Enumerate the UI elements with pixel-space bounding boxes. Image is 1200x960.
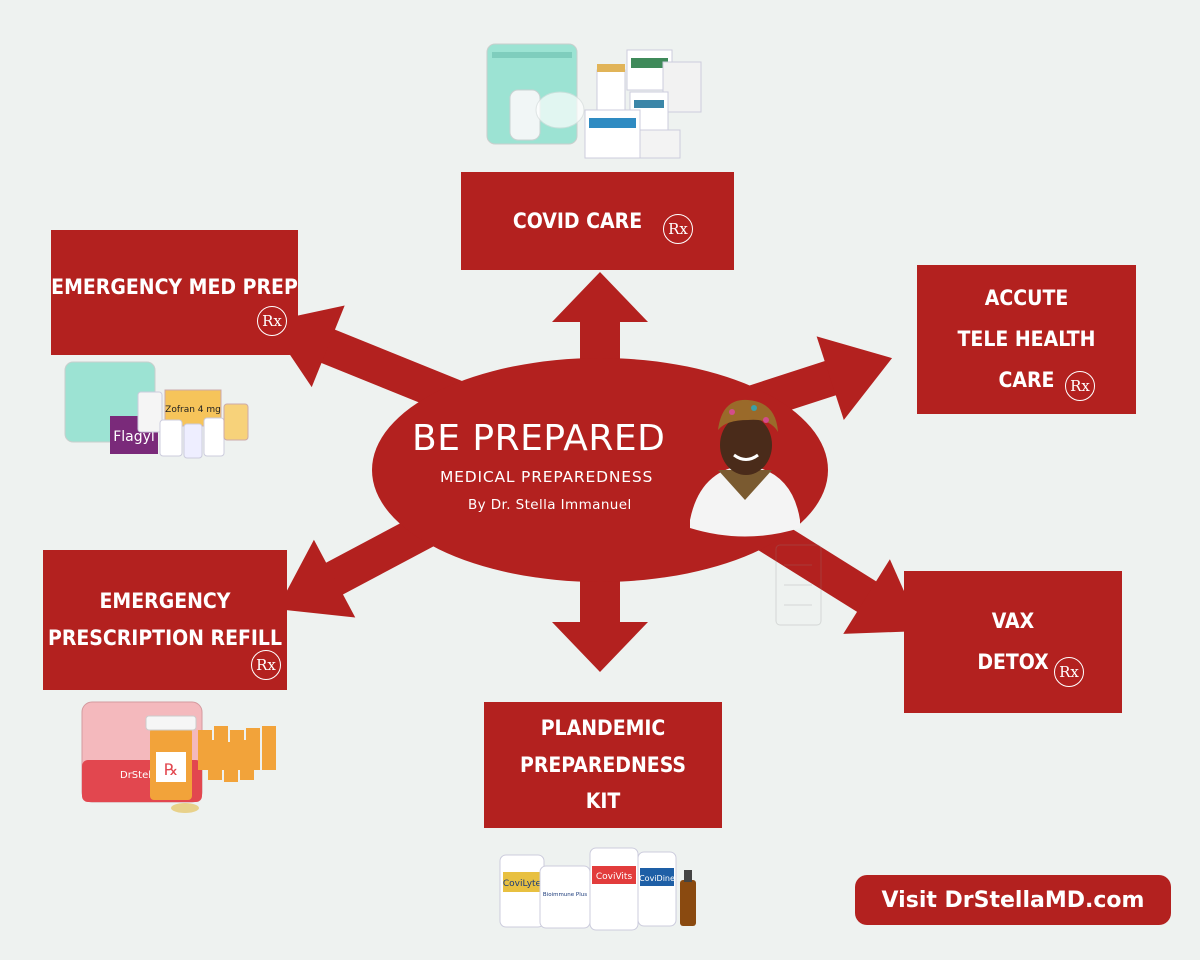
emergency-med-prep-box[interactable]: EMERGENCY MED PREP Rx xyxy=(51,230,298,355)
box-line: PLANDEMIC xyxy=(540,715,666,740)
box-line: EMERGENCY MED PREP xyxy=(51,275,298,300)
visit-website-link[interactable]: Visit DrStellaMD.com xyxy=(855,875,1171,925)
zofran-label: Zofran 4 mg xyxy=(165,405,221,415)
box-line: TELE HEALTH xyxy=(957,327,1096,352)
vax-detox-box[interactable]: VAX DETOX Rx xyxy=(904,571,1122,713)
covid-care-products xyxy=(486,43,702,159)
rx-icon: Rx xyxy=(663,214,693,244)
flagyl-label: Flagyl xyxy=(113,429,155,445)
emergency-prescription-refill-box[interactable]: EMERGENCY PRESCRIPTION REFILL Rx xyxy=(43,550,287,690)
doctor-portrait xyxy=(690,399,800,537)
center-subtitle: MEDICAL PREPAREDNESS xyxy=(440,468,654,486)
rx-icon: Rx xyxy=(1065,371,1095,401)
covivits-label: CoviVits xyxy=(596,872,633,882)
covidine-label: CoviDine xyxy=(639,874,675,883)
bioimmune-label: Bioimmune Plus xyxy=(543,892,587,898)
plandemic-preparedness-kit-box[interactable]: PLANDEMIC PREPAREDNESS KIT xyxy=(484,702,722,828)
svg-text:℞: ℞ xyxy=(164,760,178,779)
refill-products: DrStellaMD ℞ xyxy=(81,701,276,813)
center-author: By Dr. Stella Immanuel xyxy=(468,497,632,513)
watermark-shape xyxy=(775,544,822,626)
box-line: KIT xyxy=(585,789,621,814)
rx-icon: Rx xyxy=(251,650,281,680)
covilyte-label: CoviLyte xyxy=(503,879,542,889)
box-line: EMERGENCY xyxy=(99,589,231,614)
box-line: PRESCRIPTION REFILL xyxy=(47,626,282,650)
emergency-med-products: Flagyl Zofran 4 mg xyxy=(64,361,249,459)
accute-tele-health-care-box[interactable]: ACCUTE TELE HEALTH CARE Rx xyxy=(917,265,1136,414)
covid-care-box[interactable]: COVID CARE Rx xyxy=(461,172,734,270)
box-line: ACCUTE xyxy=(984,286,1069,311)
plandemic-products: CoviLyte Bioimmune Plus CoviVits CoviDin… xyxy=(499,847,696,931)
box-line: CARE xyxy=(998,367,1055,392)
box-line: COVID CARE xyxy=(512,208,643,233)
center-title: BE PREPARED xyxy=(412,418,666,459)
rx-icon: Rx xyxy=(257,306,287,336)
rx-icon: Rx xyxy=(1054,657,1084,687)
box-line: VAX xyxy=(991,609,1035,634)
box-line: PREPAREDNESS xyxy=(520,752,686,777)
drstellamd-kit-label: DrStellaMD xyxy=(120,770,177,781)
box-line: DETOX xyxy=(977,650,1049,674)
